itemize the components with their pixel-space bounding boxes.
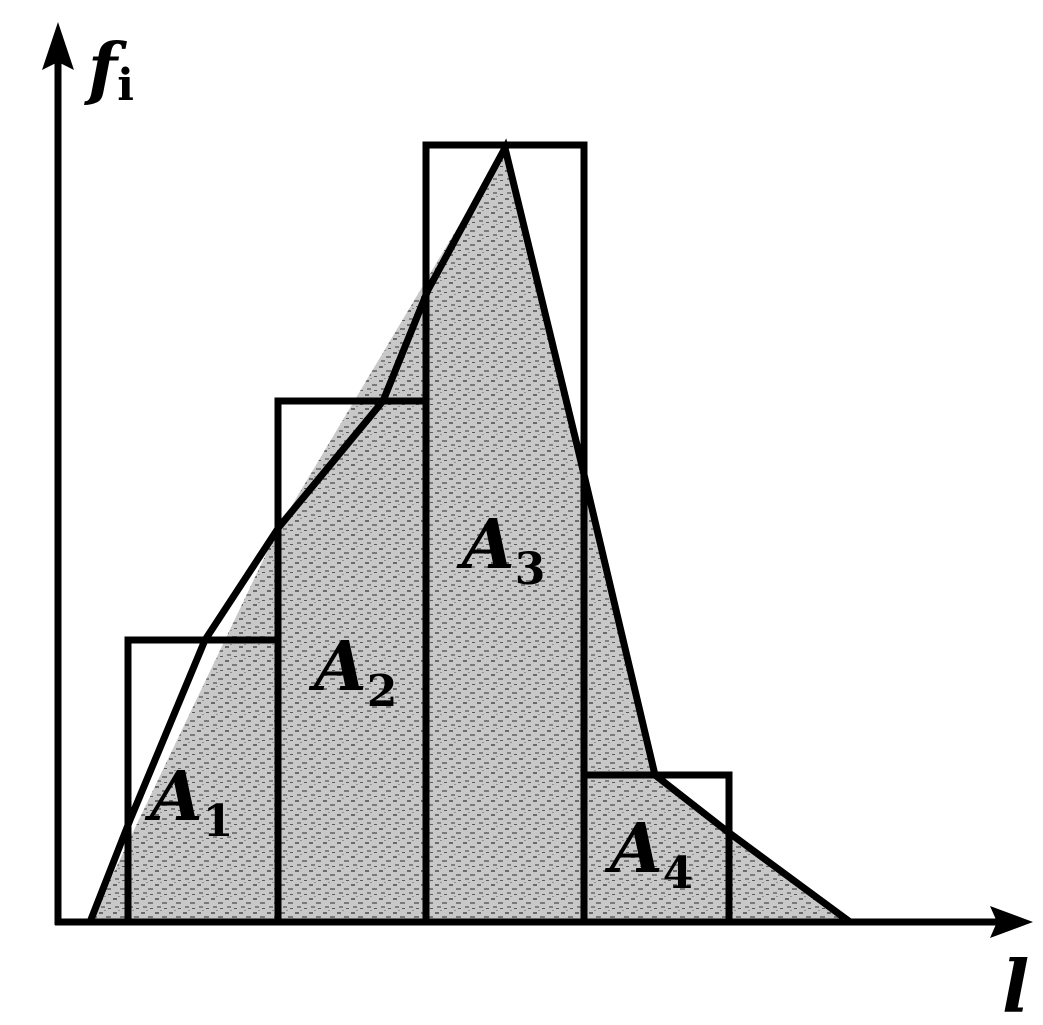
region-label-a4: A4 [604,809,693,899]
region-label-a2: A2 [308,627,397,717]
x-axis-label: l [1002,944,1029,1025]
region-label-a3: A3 [456,505,545,595]
y-axis-label: fi [84,29,134,111]
y-axis-label-sub: i [117,60,134,111]
x-axis-arrowhead [990,906,1033,938]
region-label-a1: A1 [144,757,233,847]
y-axis-arrowhead [42,22,74,70]
frequency-polygon [86,138,853,925]
